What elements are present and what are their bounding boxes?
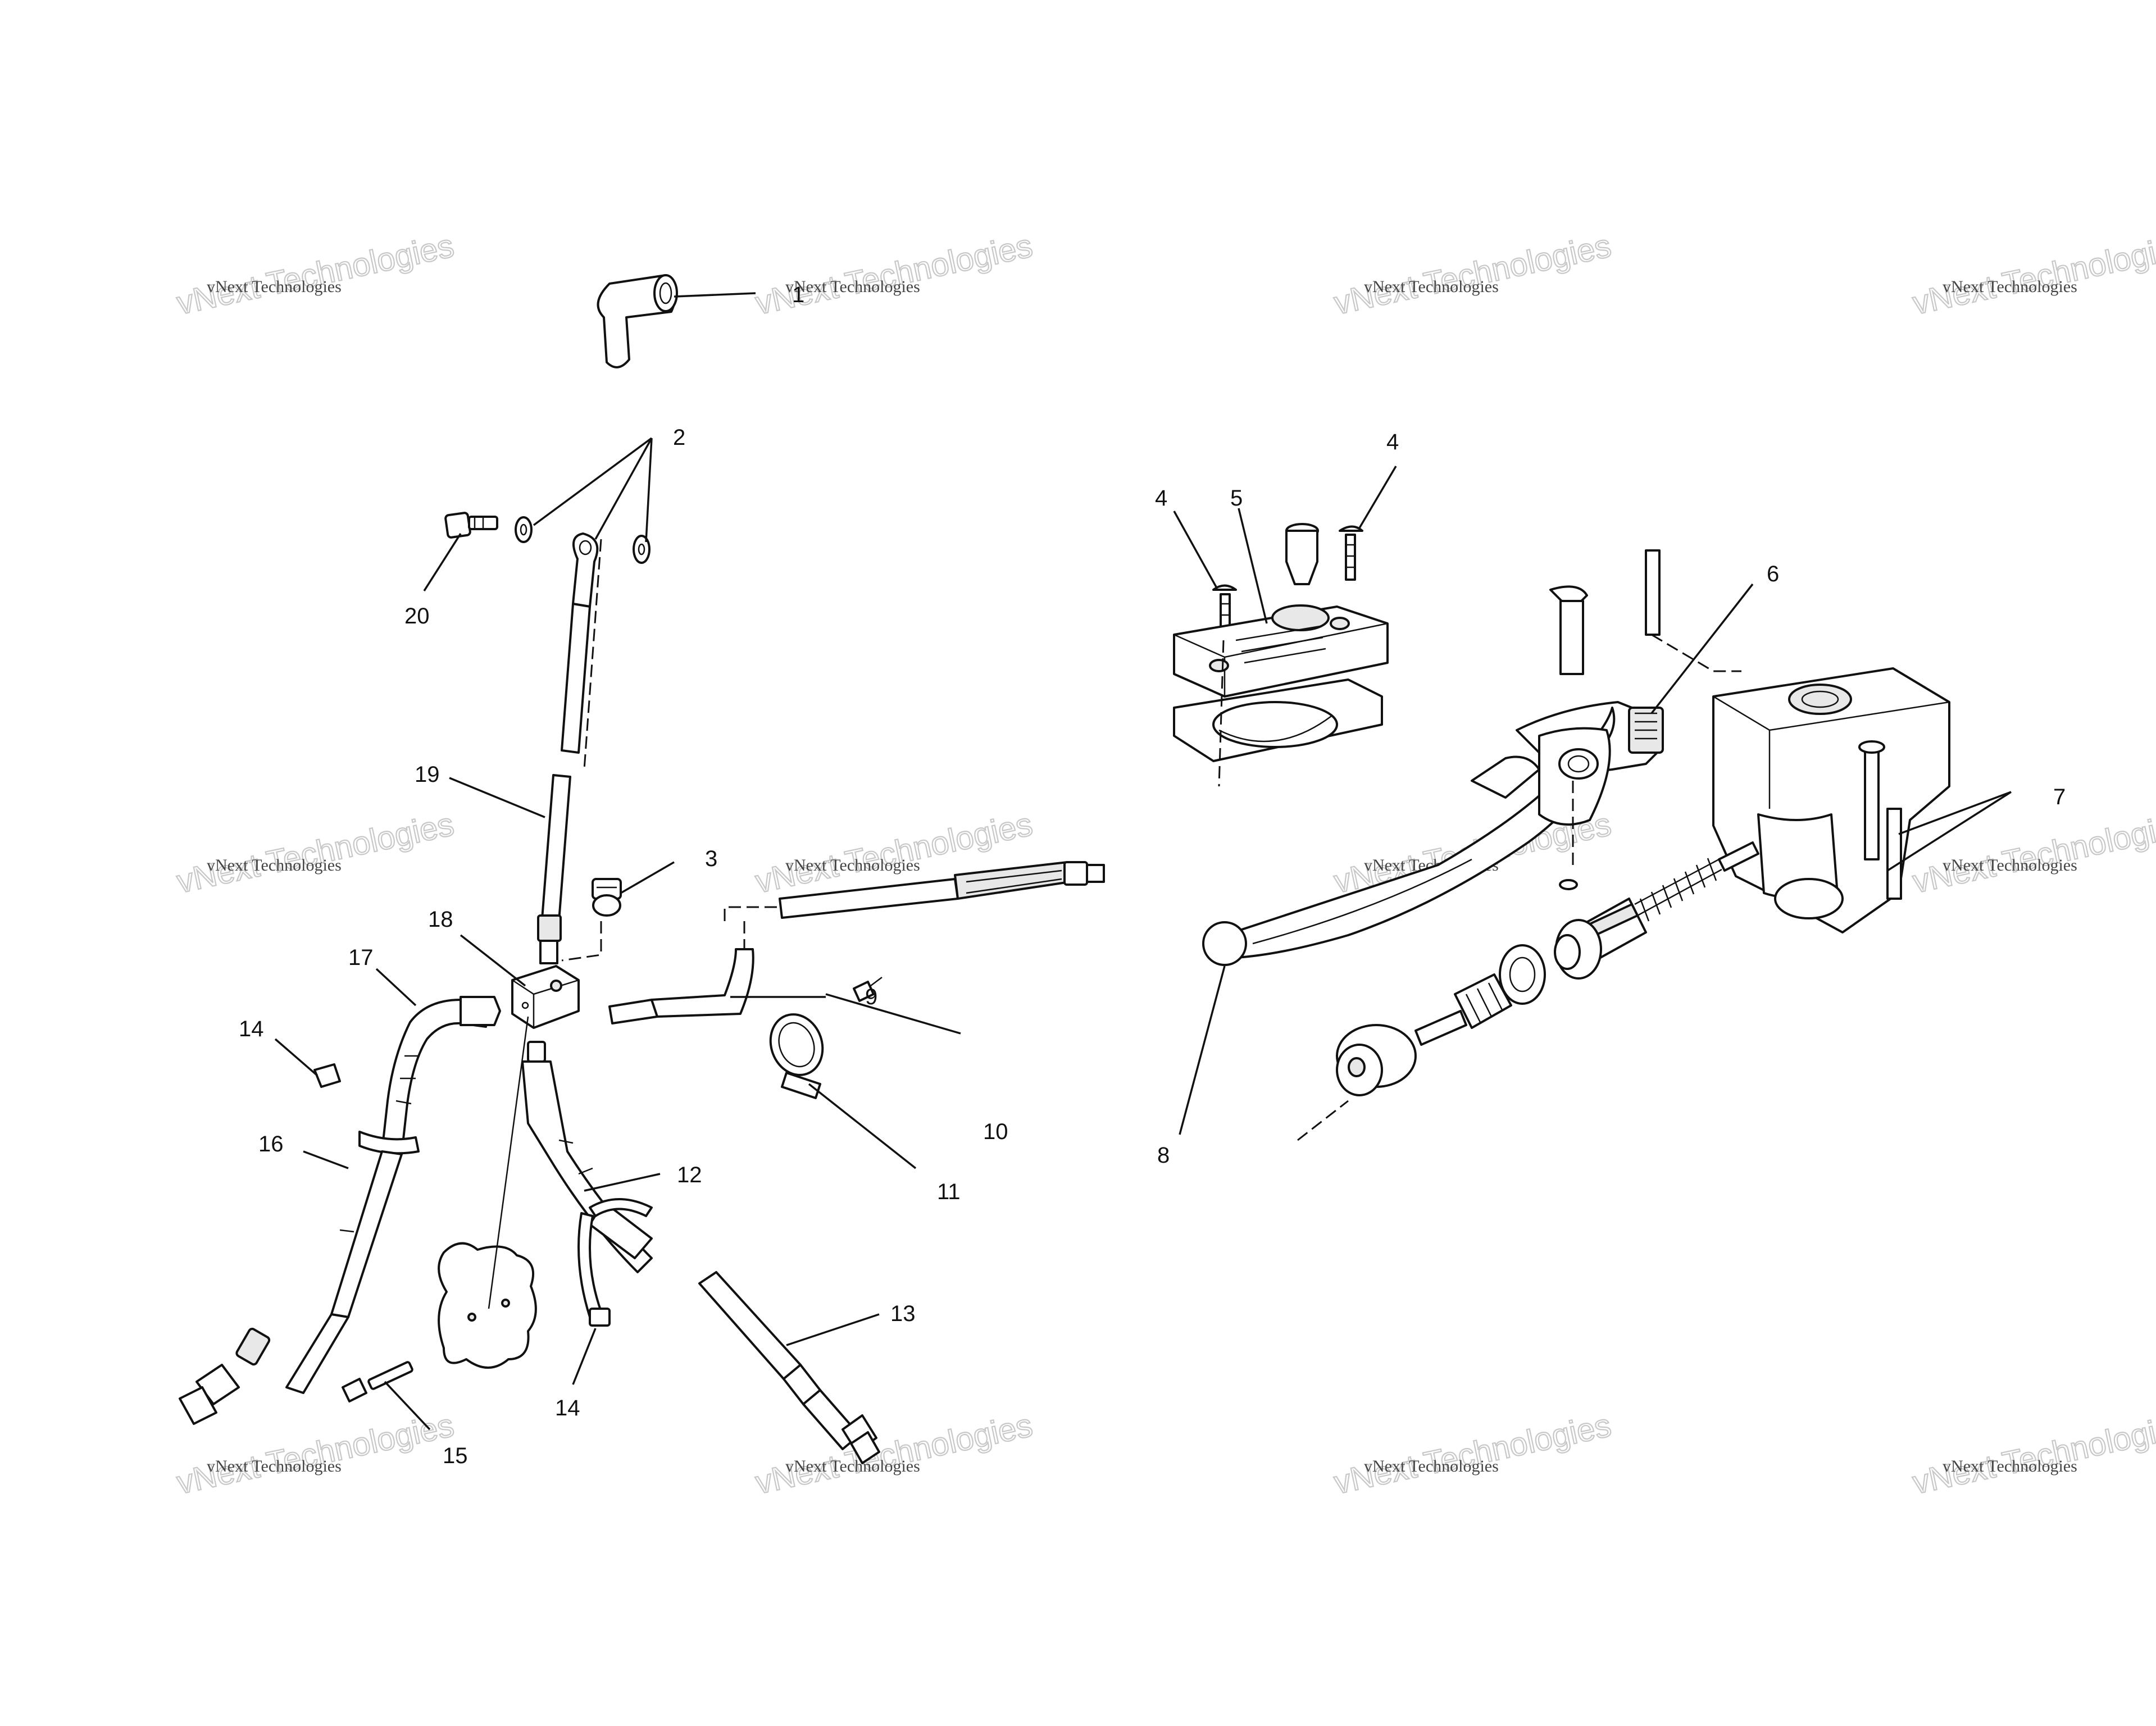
callout-6: 6 [1767, 562, 1779, 586]
part-2-washers [515, 516, 651, 564]
callout-8: 8 [1157, 1143, 1170, 1168]
callout-3: 3 [705, 846, 717, 871]
watermark-11: vNext Technologies [1330, 1406, 1615, 1502]
part-14-clamp-right [577, 1198, 653, 1327]
callout-14: 14 [555, 1396, 580, 1420]
part-5-reservoir-cover [1173, 604, 1389, 698]
callout-9: 9 [865, 985, 877, 1009]
part-shield-plate [438, 1242, 537, 1369]
watermark-big-text: vNext Technologies [1331, 1407, 1614, 1501]
callout-18: 18 [428, 907, 453, 932]
callout-14: 14 [239, 1017, 264, 1041]
part-20-banjo-bolt [444, 512, 498, 539]
part-10-11-clip [769, 977, 883, 1099]
watermark-small-text: vNext Technologies [1364, 277, 1499, 296]
callout-11: 11 [937, 1179, 961, 1204]
callout-19: 19 [415, 762, 440, 787]
callout-12: 12 [677, 1163, 702, 1187]
part-5-cap-plug [1285, 523, 1319, 585]
centerline [583, 539, 602, 770]
part-16-lower-hose-left [179, 1150, 403, 1425]
watermark-small-text: vNext Technologies [785, 277, 920, 296]
callout-16: 16 [258, 1132, 284, 1156]
part-9-hose-upper [779, 861, 1105, 919]
watermark-big-text: vNext Technologies [174, 806, 457, 900]
watermark-12: vNext Technologies [1909, 1406, 2156, 1502]
centerline [1651, 634, 1741, 672]
watermark-big-text: vNext Technologies [1909, 806, 2156, 900]
centerline [1218, 640, 1225, 787]
part-3-fitting [592, 878, 622, 917]
watermark-small-text: vNext Technologies [207, 856, 342, 875]
watermark-3: vNext Technologies [1330, 227, 1615, 322]
callout-10: 10 [983, 1119, 1008, 1144]
callout-15: 15 [443, 1443, 468, 1468]
watermark-small-text: vNext Technologies [207, 277, 342, 296]
callout-7: 7 [2053, 785, 2066, 809]
watermark-small-text: vNext Technologies [1943, 1457, 2077, 1475]
watermark-5: vNext Technologies [173, 805, 458, 901]
watermark-2: vNext Technologies [752, 227, 1036, 322]
callout-17: 17 [348, 945, 374, 970]
part-pin-top [1549, 549, 1661, 675]
part-18-distribution-block [511, 965, 580, 1029]
watermark-big-text: vNext Technologies [1909, 227, 2156, 322]
part-5-diaphragm [1173, 678, 1383, 762]
watermark-small-text: vNext Technologies [1364, 1457, 1499, 1475]
watermark-10: vNext Technologies [752, 1406, 1036, 1502]
leader-lines [274, 292, 2012, 1431]
watermark-big-text: vNext Technologies [174, 227, 457, 322]
guide-line [488, 1016, 529, 1309]
part-12-hose [521, 1041, 653, 1273]
callout-1: 1 [792, 283, 804, 307]
centerline [561, 921, 602, 962]
watermark-small-text: vNext Technologies [785, 1457, 920, 1475]
watermark-9: vNext Technologies [173, 1406, 458, 1502]
watermark-big-text: vNext Technologies [752, 227, 1035, 322]
part-8-brake-lever [1202, 707, 1616, 966]
callout-13: 13 [890, 1301, 916, 1326]
part-1-tee-fitting [597, 274, 678, 368]
watermark-small-text: vNext Technologies [1943, 277, 2077, 296]
part-7-master-cylinder-body [1712, 667, 1950, 933]
watermark-small-text: vNext Technologies [1943, 856, 2077, 875]
part-4-screw-right [1339, 525, 1363, 581]
callout-4: 4 [1386, 430, 1399, 454]
watermark-4: vNext Technologies [1909, 227, 2156, 322]
watermark-big-text: vNext Technologies [1909, 1407, 2156, 1501]
part-17-hose [381, 996, 501, 1155]
part-14-clamp-left [313, 1063, 420, 1155]
centerline [1297, 1100, 1349, 1141]
callouts: 1 2 3 4 4 5 6 7 8 9 10 11 12 13 14 14 15… [239, 283, 2066, 1468]
watermark-small-text: vNext Technologies [207, 1457, 342, 1475]
watermark-1: vNext Technologies [173, 227, 458, 322]
watermark-big-text: vNext Technologies [1331, 227, 1614, 322]
callout-4: 4 [1155, 486, 1167, 511]
callout-2: 2 [673, 425, 685, 450]
part-9-pipe [608, 921, 754, 1024]
watermark-big-text: vNext Technologies [752, 1407, 1035, 1501]
part-13-lower-hose-right [698, 1271, 880, 1464]
callout-20: 20 [404, 604, 430, 629]
part-19-upper-hose [537, 532, 599, 964]
watermark-8: vNext Technologies [1909, 805, 2156, 901]
part-15-screw [342, 1361, 413, 1402]
watermark-big-text: vNext Technologies [174, 1407, 457, 1501]
centerline [724, 906, 778, 921]
part-piston-assembly [1336, 841, 1759, 1096]
callout-5: 5 [1230, 486, 1243, 511]
watermark-small-text: vNext Technologies [785, 856, 920, 875]
